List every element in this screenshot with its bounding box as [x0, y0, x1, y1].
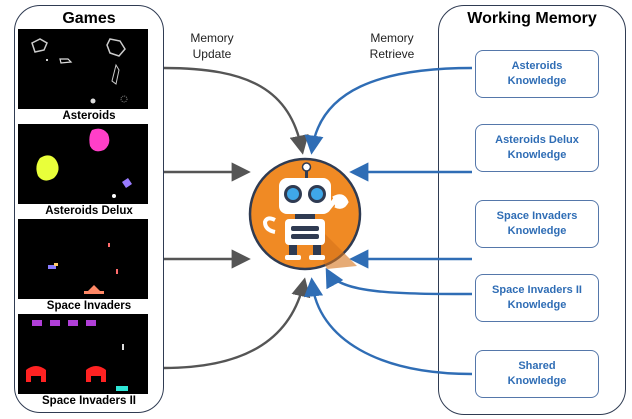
memory-box-line1: Asteroids Delux [495, 134, 579, 146]
memory-box-line2: Knowledge [507, 225, 567, 237]
space-invaders-ii-screenshot [18, 314, 148, 394]
memory-box-space-invaders-ii: Space Invaders II Knowledge [475, 274, 599, 322]
space-invaders-sprites [48, 243, 118, 294]
asteroids-sprites [31, 38, 128, 104]
games-title: Games [62, 10, 116, 27]
robot-icon [248, 157, 362, 271]
retrieve-arrow-shared [303, 277, 473, 376]
game-label-asteroids-delux: Asteroids Delux [45, 205, 133, 217]
working-memory-title: Working Memory [467, 10, 597, 27]
memory-retrieve-label: Memory Retrieve [362, 30, 422, 62]
update-arrow-asteroids [163, 66, 309, 155]
memory-update-label: Memory Update [182, 30, 242, 62]
memory-box-line2: Knowledge [507, 75, 567, 87]
memory-retrieve-line1: Memory [370, 31, 414, 45]
retrieve-arrow-asteroids [304, 66, 473, 155]
asteroids-delux-sprites [36, 128, 132, 198]
space-invaders-screenshot [18, 219, 148, 299]
memory-box-line2: Knowledge [507, 149, 567, 161]
retrieve-arrow-space-invaders-ii [325, 267, 473, 296]
memory-box-line1: Shared [518, 360, 556, 372]
asteroids-screenshot [18, 29, 148, 109]
memory-box-line1: Asteroids [511, 60, 563, 72]
memory-update-line2: Update [192, 47, 232, 61]
memory-box-line2: Knowledge [507, 299, 567, 311]
space-invaders-ii-sprites [26, 320, 128, 391]
game-label-asteroids: Asteroids [62, 110, 116, 122]
game-label-space-invaders: Space Invaders [46, 300, 132, 312]
asteroids-delux-screenshot [18, 124, 148, 204]
game-label-space-invaders-ii: Space Invaders II [42, 395, 136, 407]
memory-update-line1: Memory [190, 31, 234, 45]
memory-retrieve-line2: Retrieve [369, 47, 415, 61]
memory-box-line1: Space Invaders [496, 210, 578, 222]
memory-box-line2: Knowledge [507, 375, 567, 387]
update-arrow-space-invaders-ii [163, 277, 311, 370]
memory-box-line1: Space Invaders II [492, 284, 582, 296]
